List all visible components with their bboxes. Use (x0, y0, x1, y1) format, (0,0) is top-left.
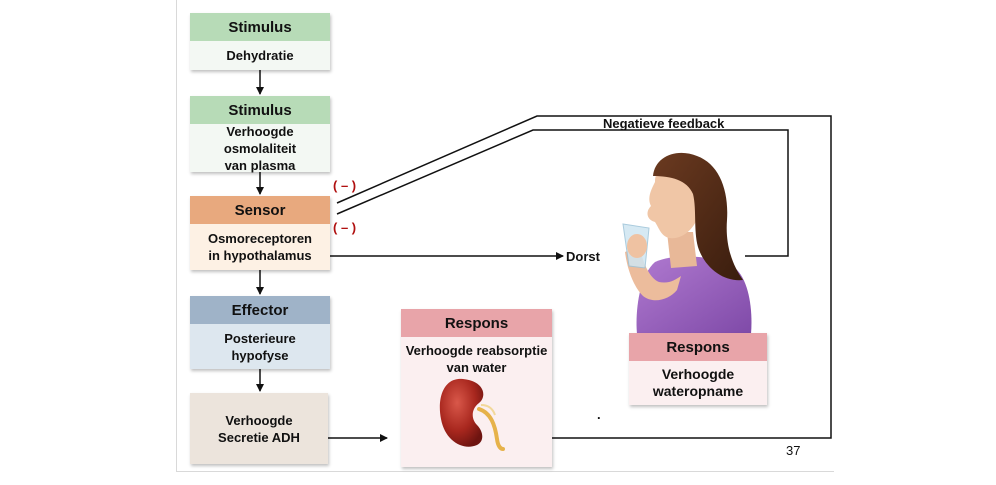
sensor-box: Sensor Osmoreceptoren in hypothalamus (190, 196, 330, 270)
sensor-text-line2: in hypothalamus (208, 248, 312, 263)
stimulus-title: Stimulus (190, 96, 330, 124)
respons-text-line1: Verhoogde (661, 366, 735, 382)
effector-title: Effector (190, 296, 330, 324)
respons-text-line2: wateropname (652, 383, 744, 399)
adh-box: Verhoogde Secretie ADH (190, 393, 328, 464)
stimulus-text: Dehydratie (190, 41, 330, 70)
effector-box: Effector Posterieure hypofyse (190, 296, 330, 369)
respons-title: Respons (401, 309, 552, 337)
kidney-icon (439, 378, 505, 451)
feedback-line-outer (336, 115, 832, 439)
stimulus-text-line1: Verhoogde osmolaliteit (223, 123, 297, 156)
sensor-text: Osmoreceptoren in hypothalamus (190, 224, 330, 270)
effector-text-line2: hypofyse (231, 347, 289, 363)
respons-text: Verhoogde reabsorptie van water (401, 341, 552, 377)
thirst-label: Dorst (566, 249, 600, 264)
respons-text-line2: van water (446, 360, 507, 375)
negative-feedback-label: Negatieve feedback (603, 116, 725, 131)
adh-text-line1: Verhoogde (225, 412, 293, 428)
feedback-line-inner (336, 129, 789, 257)
sensor-title: Sensor (190, 196, 330, 224)
stimulus-text-line2: van plasma (224, 157, 296, 173)
stimulus-box-1: Stimulus Dehydratie (190, 13, 330, 70)
woman-drinking-illustration (622, 152, 752, 334)
adh-text-line2: Secretie ADH (218, 429, 300, 445)
stimulus-title: Stimulus (190, 13, 330, 41)
connector-lines (256, 70, 832, 442)
stray-dot: . (597, 407, 601, 422)
respons-text-line1: Verhoogde reabsorptie (405, 343, 548, 358)
slide: Stimulus Dehydratie Stimulus Verhoogde o… (176, 0, 834, 472)
effector-text: Posterieure hypofyse (190, 324, 330, 369)
effector-text-line1: Posterieure (224, 330, 296, 346)
respons-title: Respons (629, 333, 767, 361)
respons-water-box: Respons Verhoogde wateropname (629, 333, 767, 405)
respons-text: Verhoogde wateropname (629, 361, 767, 405)
inhibition-label-top: ( – ) (333, 178, 357, 193)
page-number: 37 (786, 443, 801, 458)
inhibition-label-bottom: ( – ) (333, 220, 357, 235)
stimulus-text: Verhoogde osmolaliteit van plasma (190, 123, 330, 173)
sensor-text-line1: Osmoreceptoren (207, 231, 313, 246)
stimulus-box-2: Stimulus Verhoogde osmolaliteit van plas… (190, 96, 330, 173)
respons-kidney-box: Respons Verhoogde reabsorptie van water (401, 309, 552, 467)
